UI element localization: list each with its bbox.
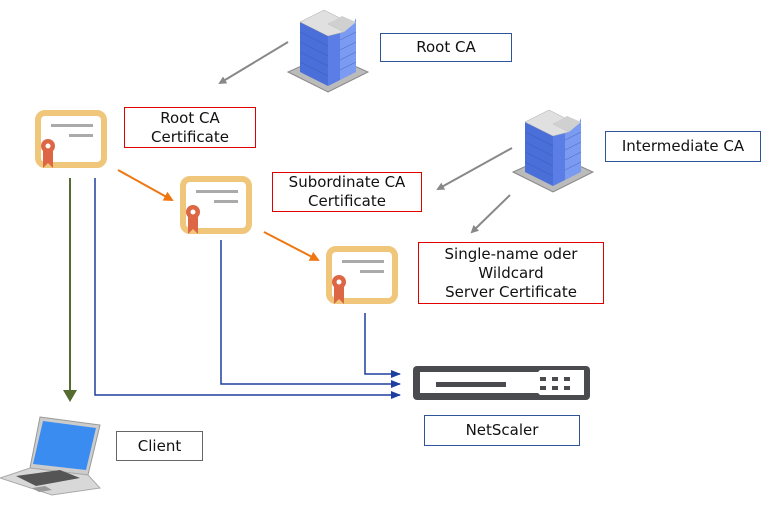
- issue-arrow-root: [218, 41, 289, 85]
- root-ca-building-icon: [287, 9, 369, 93]
- install-arrow-subordinate: [220, 240, 401, 388]
- intermediate-ca-label: Intermediate CA: [605, 131, 761, 162]
- netscaler-appliance-icon: [413, 366, 590, 400]
- server-certificate-icon: [329, 249, 395, 304]
- issue-arrow-subordinate: [436, 147, 513, 190]
- root-ca-label: Root CA: [380, 33, 512, 62]
- chain-arrow-2: [263, 231, 320, 261]
- server-certificate-label: Single-name oder Wildcard Server Certifi…: [418, 242, 604, 304]
- laptop-icon: [0, 416, 102, 496]
- root-ca-certificate-label: Root CA Certificate: [124, 107, 256, 148]
- install-arrow-root: [94, 178, 401, 399]
- subordinate-ca-certificate-label: Subordinate CA Certificate: [272, 172, 422, 212]
- client-label: Client: [116, 431, 203, 461]
- root-ca-certificate-icon: [38, 113, 104, 168]
- netscaler-label: NetScaler: [424, 415, 580, 446]
- subordinate-ca-certificate-icon: [183, 179, 249, 234]
- intermediate-ca-building-icon: [512, 109, 594, 193]
- install-arrow-server: [364, 313, 401, 378]
- chain-arrow-1: [117, 169, 174, 201]
- issue-arrow-server: [470, 194, 511, 234]
